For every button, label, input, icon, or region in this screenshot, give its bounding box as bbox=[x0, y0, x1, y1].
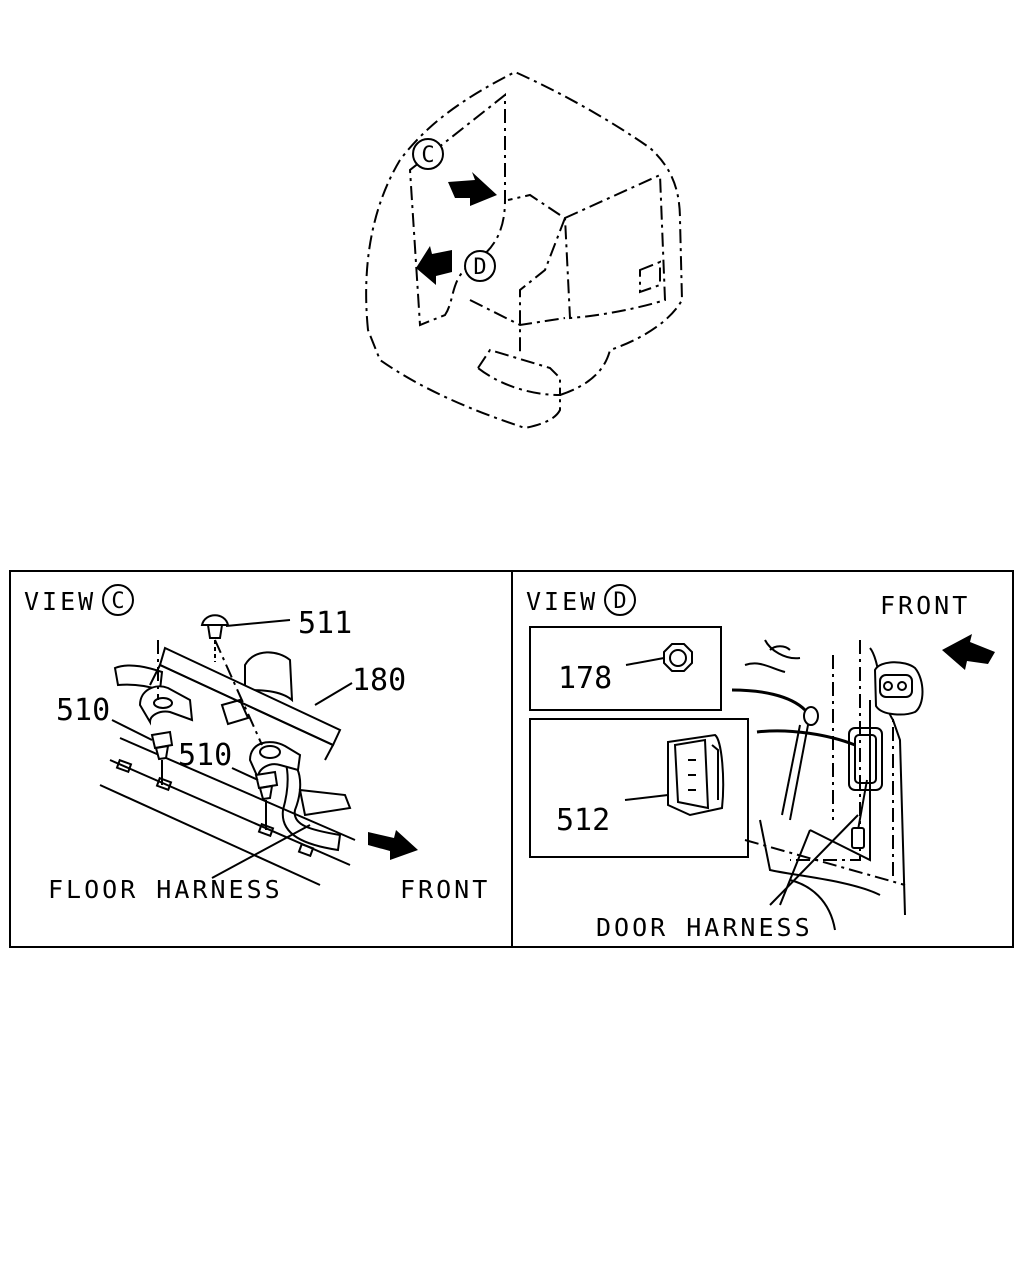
bracket-180 bbox=[138, 639, 342, 779]
cover-512 bbox=[667, 733, 725, 817]
caption-front-c: FRONT bbox=[400, 875, 490, 904]
part-label-510-b: 510 bbox=[178, 738, 232, 773]
part-label-512: 512 bbox=[556, 803, 610, 838]
caption-floor-harness: FLOOR HARNESS bbox=[48, 875, 283, 904]
door-connector bbox=[873, 661, 924, 716]
part-label-178: 178 bbox=[558, 661, 612, 696]
part-label-511: 511 bbox=[298, 606, 352, 641]
view-d-marker: D bbox=[604, 584, 636, 616]
inset-178: 178 bbox=[529, 626, 722, 711]
caption-front-d: FRONT bbox=[880, 591, 970, 620]
clip-510-a bbox=[150, 730, 174, 785]
door-harness bbox=[731, 688, 883, 849]
inset-512: 512 bbox=[529, 718, 749, 858]
part-label-180: 180 bbox=[352, 663, 406, 698]
clip-510-b bbox=[254, 770, 279, 830]
marker-d: D bbox=[464, 250, 496, 282]
view-d-panel: VIEW D FRONT bbox=[526, 584, 995, 942]
clip-511 bbox=[200, 614, 230, 662]
arrow-right-icon bbox=[448, 172, 497, 206]
grommet-178 bbox=[663, 643, 693, 672]
svg-text:C: C bbox=[111, 589, 124, 614]
arrow-left-icon bbox=[416, 246, 452, 285]
view-c-marker: C bbox=[102, 584, 134, 616]
marker-c: C bbox=[412, 138, 444, 170]
arrow-right-icon bbox=[368, 830, 418, 860]
view-d-title: VIEW bbox=[526, 587, 598, 616]
svg-text:D: D bbox=[473, 255, 486, 280]
svg-text:C: C bbox=[421, 143, 434, 168]
cab-overview: C D bbox=[365, 70, 684, 430]
view-c-title: VIEW bbox=[24, 587, 96, 616]
caption-door-harness: DOOR HARNESS bbox=[596, 913, 813, 942]
view-c-panel: VIEW C bbox=[24, 584, 490, 904]
part-label-510-a: 510 bbox=[56, 693, 110, 728]
arrow-left-icon bbox=[942, 634, 995, 670]
svg-text:D: D bbox=[613, 589, 626, 614]
